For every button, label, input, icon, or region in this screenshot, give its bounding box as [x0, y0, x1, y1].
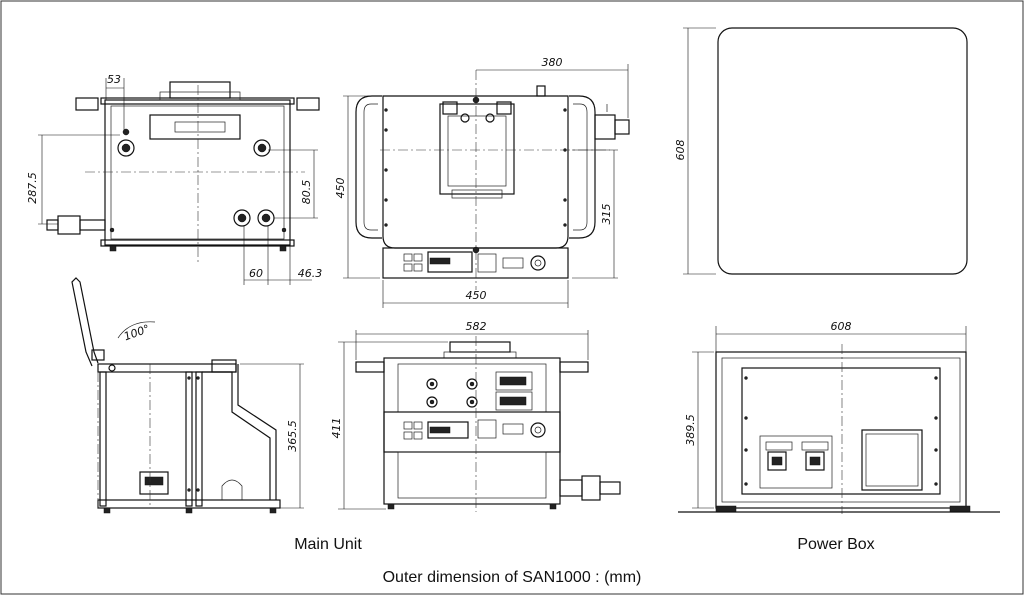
- footer-caption: Outer dimension of SAN1000 : (mm): [383, 569, 642, 586]
- top-view-dimensions: [38, 78, 318, 285]
- main-unit-top-view: [46, 81, 320, 262]
- dim-450-vertical: 450: [334, 178, 347, 199]
- center-view-dimensions: [343, 64, 629, 308]
- dim-60: 60: [249, 267, 263, 280]
- dim-582: 582: [466, 320, 487, 333]
- main-unit-side-view: [71, 277, 281, 514]
- main-unit-center-top-view: [355, 70, 630, 290]
- dim-80-5: 80.5: [300, 180, 313, 205]
- dim-608-horizontal: 608: [831, 320, 852, 333]
- dim-411: 411: [330, 418, 343, 439]
- dim-315: 315: [600, 204, 613, 225]
- dim-100-degrees: 100°: [122, 322, 151, 343]
- dim-450-horizontal: 450: [466, 289, 487, 302]
- dim-380: 380: [542, 56, 563, 69]
- dim-53: 53: [107, 73, 121, 86]
- dim-287-5: 287.5: [26, 172, 39, 204]
- power-box-caption: Power Box: [797, 536, 874, 553]
- dim-389-5: 389.5: [684, 414, 697, 446]
- main-unit-front-view: [355, 336, 621, 512]
- power-box-front-view: [678, 344, 1000, 514]
- power-box-top-dimensions: [683, 27, 716, 275]
- power-box-front-dimensions: [692, 326, 967, 509]
- power-box-top-view: [717, 27, 968, 275]
- side-view-dimensions: [240, 363, 304, 509]
- front-view-dimensions: [338, 330, 589, 510]
- dim-608-vertical: 608: [674, 140, 687, 161]
- main-unit-caption: Main Unit: [294, 536, 362, 553]
- dim-46-3: 46.3: [298, 267, 323, 280]
- dim-365-5: 365.5: [286, 420, 299, 452]
